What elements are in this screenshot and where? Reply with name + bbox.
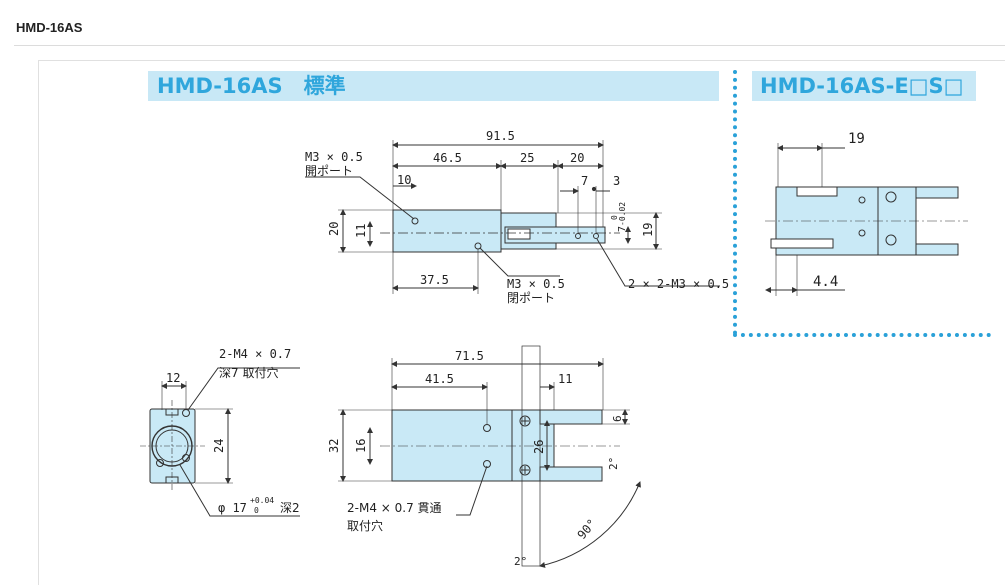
end-view-labels: 12 24 2-M4 × 0.7 深7 取付穴 φ 17 +0.04 0 深2	[166, 347, 300, 515]
finger-travel	[521, 345, 541, 567]
option-view	[765, 143, 968, 296]
top-body	[392, 209, 502, 253]
option-border-horizontal	[733, 333, 991, 337]
side-jaw-upper	[539, 409, 603, 425]
tol-0: 0	[610, 215, 619, 220]
bore-depth: 深2	[280, 501, 300, 515]
dim-4-4: 4.4	[813, 274, 838, 290]
dim-6: 6	[611, 415, 624, 422]
title-divider	[14, 45, 1005, 46]
dim-91-5: 91.5	[486, 129, 515, 143]
bore-label: φ 17	[218, 501, 247, 515]
dim-24: 24	[212, 439, 226, 453]
dim-32: 32	[327, 439, 341, 453]
port-open-label-1: M3 × 0.5	[305, 150, 363, 164]
dim-41-5: 41.5	[425, 372, 454, 386]
option-view-labels: 19 4.4	[813, 131, 865, 290]
top-view	[305, 140, 720, 294]
thru-label-1: 2-M4 × 0.7 貫通	[347, 501, 442, 515]
thru-label-2: 取付穴	[347, 518, 383, 533]
jaw-holes-label: 2 × 2-M3 × 0.5	[628, 277, 729, 291]
dim-3: 3	[613, 174, 620, 188]
port-open-hole	[411, 217, 419, 225]
dim-7-height: 7	[617, 226, 628, 232]
dim-11: 11	[558, 372, 572, 386]
dim-16: 16	[354, 439, 368, 453]
dim-7: 7	[581, 174, 588, 188]
option-switch-lower	[770, 238, 834, 249]
side-jaw-lower	[539, 466, 603, 482]
angle-90: 90°	[575, 516, 600, 542]
tap-label-1: 2-M4 × 0.7	[219, 347, 291, 361]
tap-label-2: 深7 取付穴	[219, 365, 278, 380]
top-view-labels: 91.5 46.5 25 20 10 7 3 37.5 M3 × 0.5 開ポー…	[305, 129, 729, 305]
dim-26: 26	[532, 440, 546, 454]
dim-11-height: 11	[354, 224, 368, 238]
side-view	[338, 345, 641, 568]
dim-46-5: 46.5	[433, 151, 462, 165]
side-body	[391, 409, 513, 482]
option-border-vertical	[733, 70, 737, 335]
port-open-label-2: 開ポート	[305, 164, 353, 178]
dim-20-height: 20	[327, 222, 341, 236]
standard-model-header: HMD-16AS 標準	[148, 71, 719, 101]
angle-2-lower: 2°	[514, 555, 527, 568]
dim-12: 12	[166, 371, 180, 385]
bore-tol-lo: 0	[254, 506, 259, 515]
end-view	[140, 367, 300, 517]
dim-19-height: 19	[641, 223, 655, 237]
bore-tol-up: +0.04	[250, 496, 274, 505]
dim-10: 10	[397, 173, 411, 187]
dim-37-5: 37.5	[420, 273, 449, 287]
content-frame	[38, 60, 1005, 585]
angle-2-upper: 2°	[607, 457, 620, 470]
option-model-header: HMD-16AS-E□S□	[752, 71, 976, 101]
dim-20: 20	[570, 151, 584, 165]
option-switch-upper	[796, 186, 838, 197]
angle-90-arc	[539, 481, 641, 568]
port-close-label-2: 閉ポート	[507, 291, 555, 305]
dim-25: 25	[520, 151, 534, 165]
port-close-label-1: M3 × 0.5	[507, 277, 565, 291]
top-slot	[507, 228, 531, 240]
tol-minus: -0.02	[618, 202, 627, 226]
dim-71-5: 71.5	[455, 349, 484, 363]
page-title: HMD-16AS	[16, 20, 83, 35]
dim-19-option: 19	[848, 131, 865, 147]
